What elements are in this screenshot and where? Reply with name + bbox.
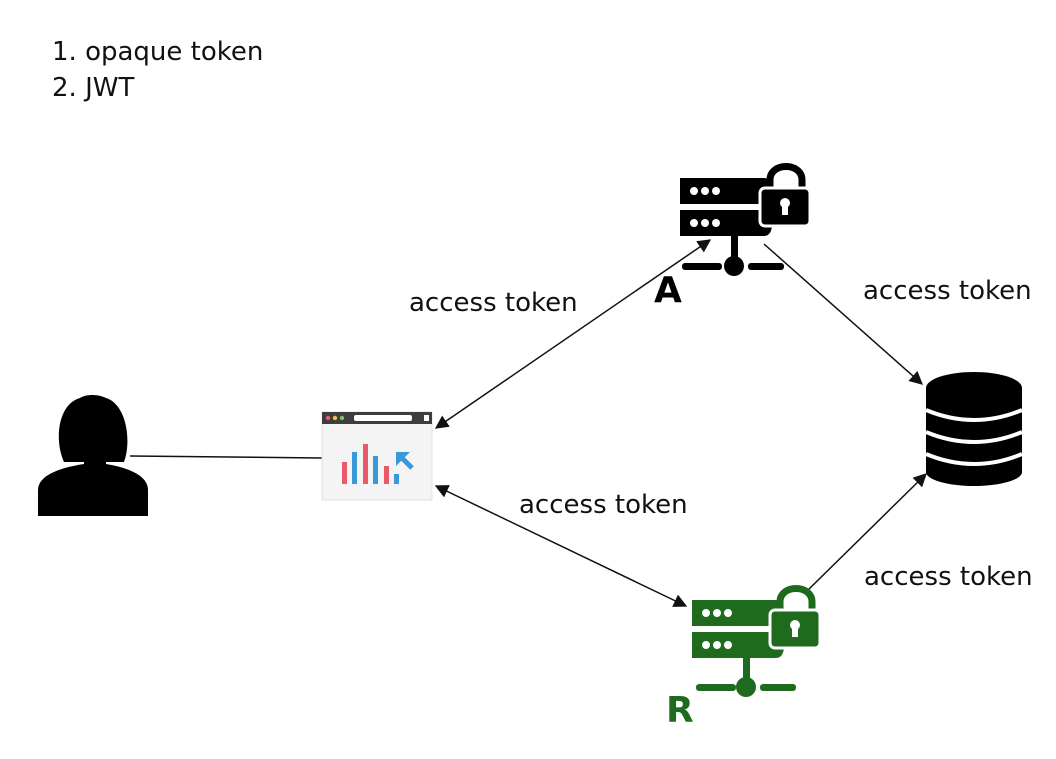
- resource-server-icon: [692, 585, 822, 697]
- edge-label-client-auth: access token: [409, 288, 578, 318]
- user-client-connector: [129, 455, 323, 459]
- edge-label-resource-db: access token: [864, 562, 1033, 592]
- user-silhouette-icon: [38, 395, 148, 516]
- token-type-list: 1. opaque token 2. JWT: [52, 34, 263, 106]
- list-item: 2. JWT: [52, 73, 135, 103]
- resource-server-letter: R: [666, 690, 694, 731]
- auth-server-icon: [680, 163, 812, 276]
- client-resource-arrow: [434, 485, 688, 607]
- database-icon: [925, 372, 1023, 486]
- list-item: 1. opaque token: [52, 37, 264, 67]
- auth-db-arrow: [763, 243, 924, 385]
- browser-dashboard-icon: [321, 411, 433, 501]
- resource-db-arrow: [807, 473, 927, 591]
- auth-server-letter: A: [654, 270, 682, 311]
- edge-label-auth-db: access token: [863, 276, 1032, 306]
- client-auth-arrow: [434, 239, 712, 429]
- edge-label-client-resource: access token: [519, 490, 688, 520]
